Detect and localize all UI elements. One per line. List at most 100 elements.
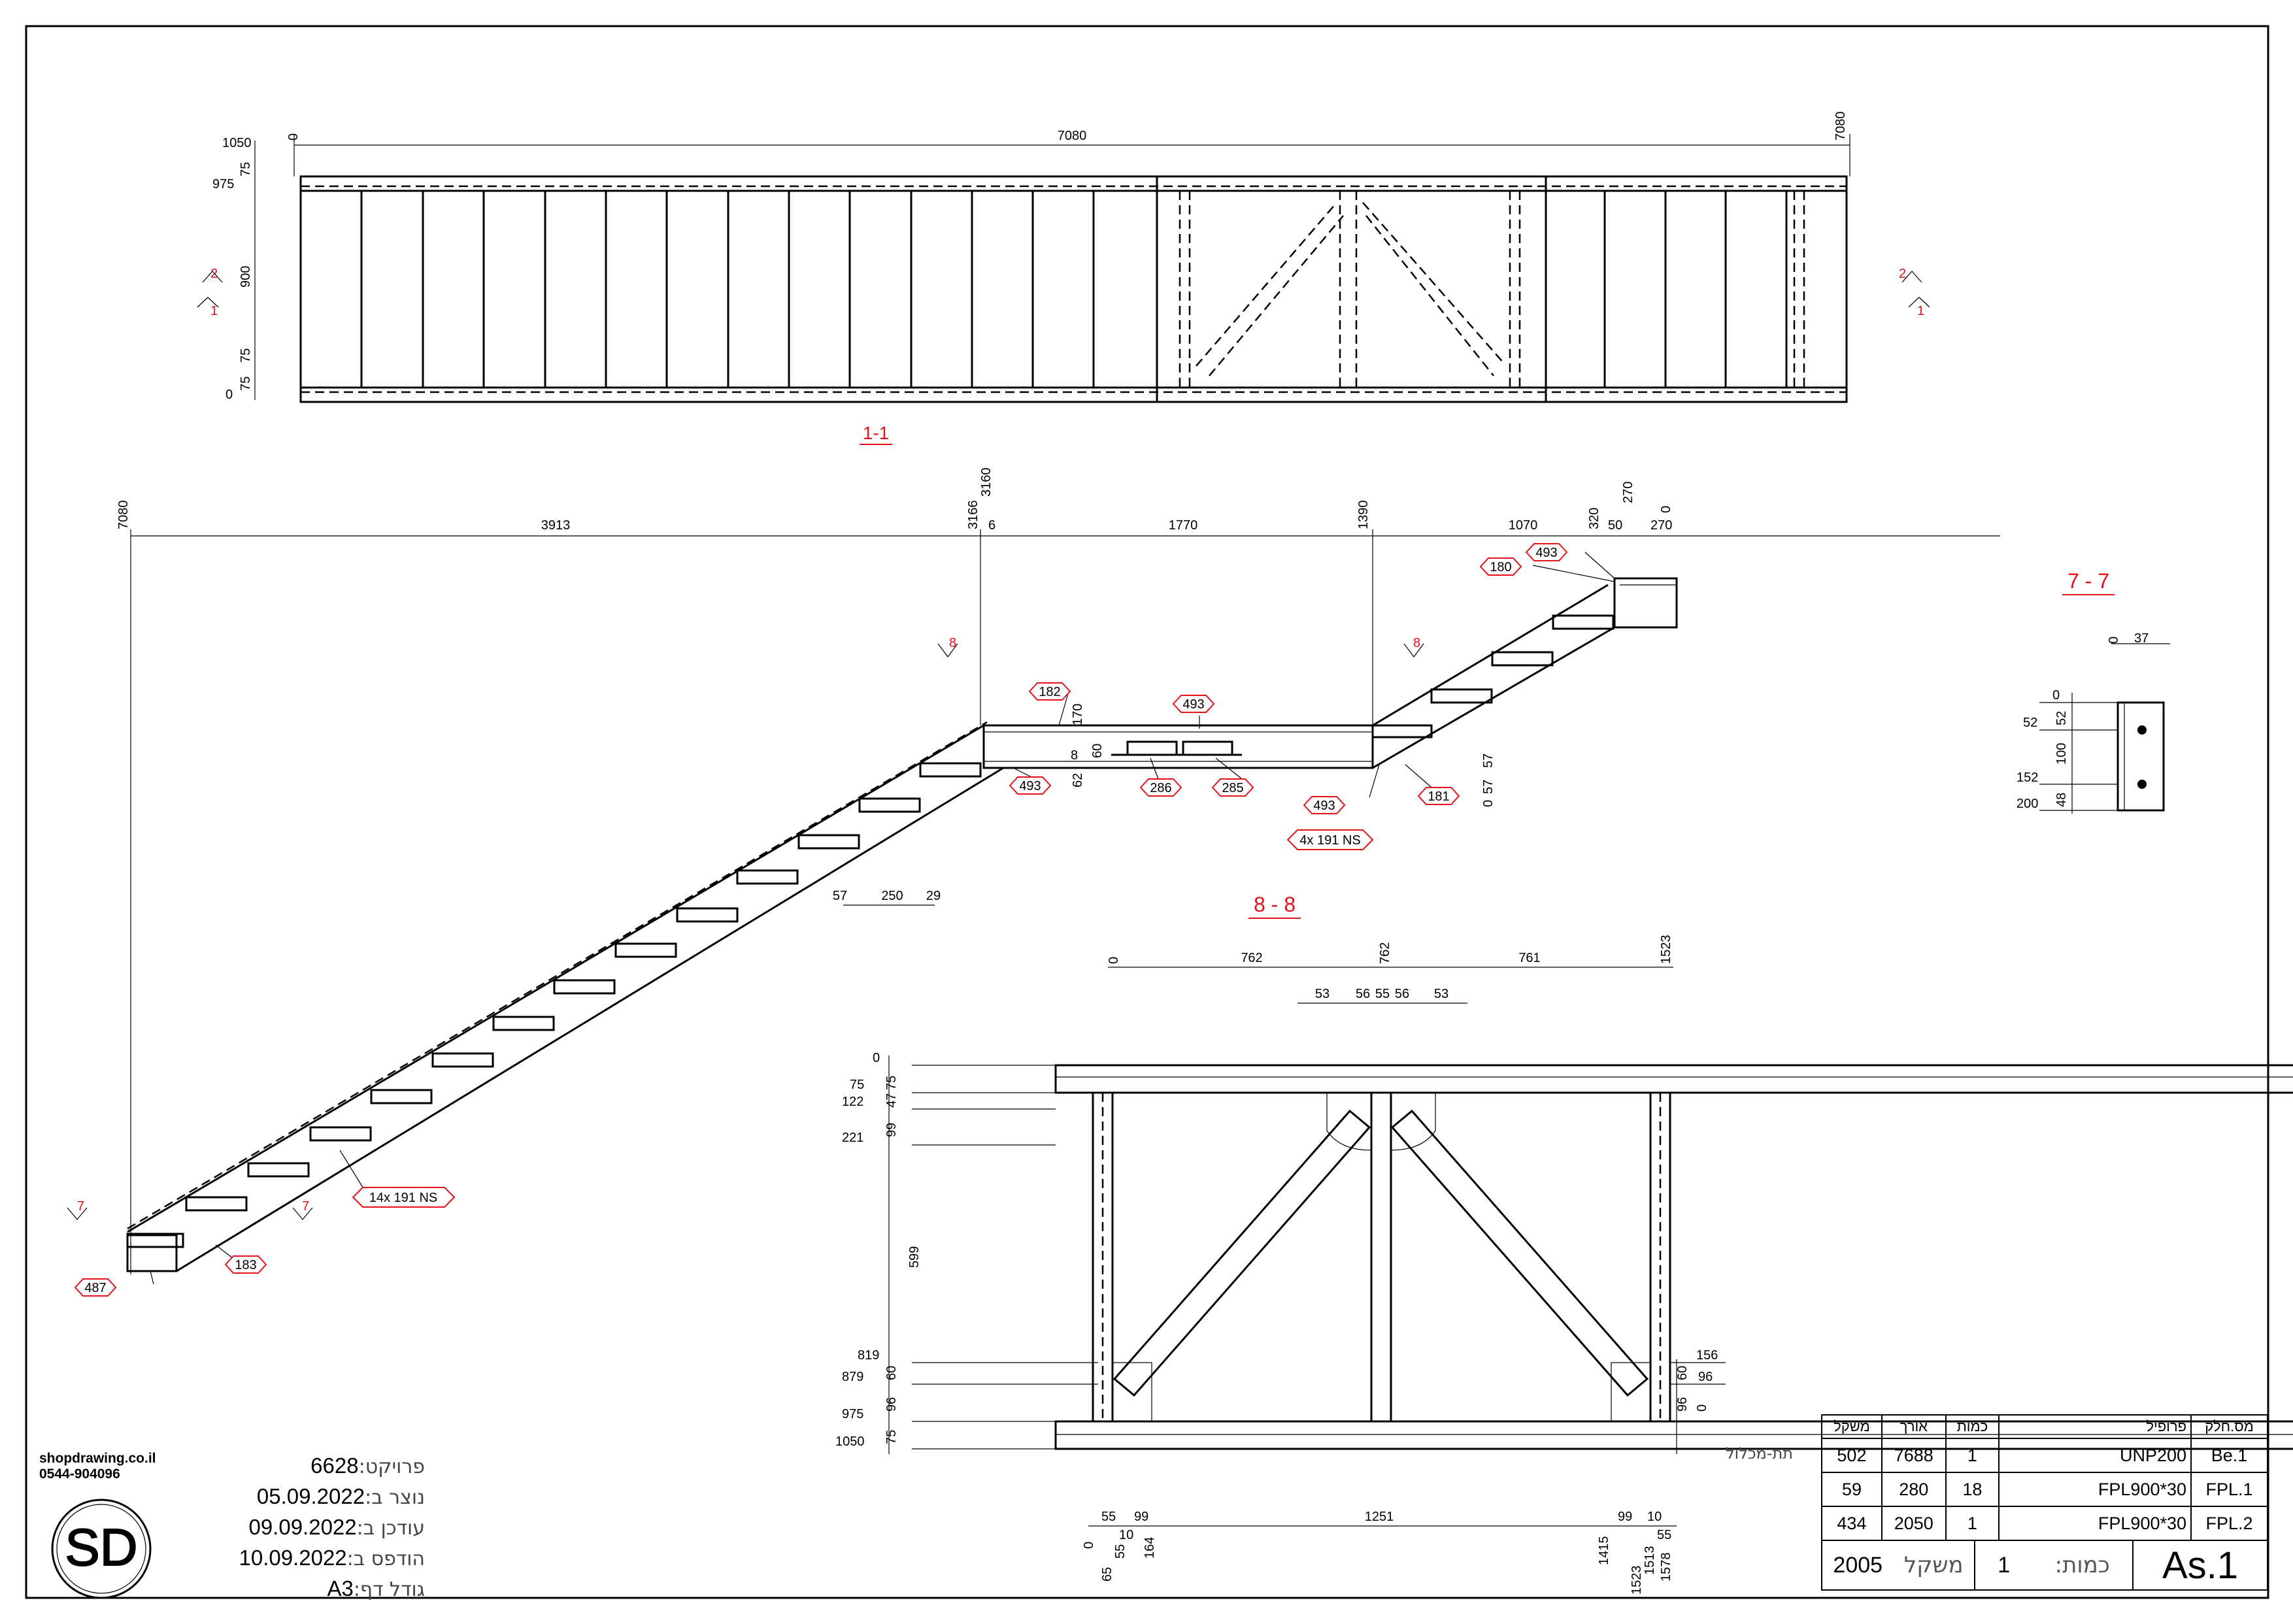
sec8-dim: 0 (1695, 1404, 1709, 1412)
sec8-dim: 47 (884, 1093, 899, 1108)
section-7-title: 7 - 7 (2067, 569, 2109, 593)
elev-dim: 3166 (966, 501, 980, 530)
project-info-row: 09.09.2022:עודכן ב (248, 1515, 425, 1540)
project-info-row: 6628:פרויקט (310, 1453, 425, 1478)
tag: 62 (1071, 773, 1085, 787)
plan-dim-left: 75 (239, 348, 253, 363)
sec7-dim: 52 (2023, 716, 2037, 730)
plan-frame (299, 175, 1848, 403)
plan-dim-left: 75 (239, 162, 253, 176)
plan-dim-left: 75 (239, 376, 253, 391)
tag: 493 (1313, 799, 1335, 813)
tag: 29 (926, 889, 941, 903)
bom-side-label: תת-מכלול (1726, 1444, 1794, 1463)
sec8-dim: 0 (1082, 1542, 1096, 1549)
elev-dim: 1770 (1169, 518, 1198, 533)
sec8-dim: 56 (1395, 987, 1409, 1001)
bom-header: מס.חלק (2190, 1414, 2268, 1439)
elev-dim: 270 (1621, 482, 1635, 503)
elev-dim: 7080 (116, 501, 131, 530)
sec8-dim: 1523 (1659, 935, 1673, 965)
title-block: משקל אורך כמות פרופיל מס.חלק 502 7688 1 … (1821, 1414, 2268, 1597)
elev-tags: 493 180 182 170 493 60 62 8 493 286 285 … (74, 543, 1568, 1297)
plan-landing-bracing (1179, 191, 1805, 388)
sec8-dim: 879 (842, 1370, 863, 1384)
sec7-dim: 100 (2054, 743, 2069, 765)
tag: 57 (1481, 754, 1496, 768)
elev-dim: 6 (988, 518, 996, 533)
plan-dim-overall: 7080 (1058, 129, 1087, 143)
sec8-dim: 819 (858, 1348, 879, 1363)
sec7-dim: 37 (2134, 631, 2149, 646)
sec7-dim: 152 (2017, 771, 2038, 785)
sec8-dim: 1050 (835, 1434, 865, 1449)
sec8-dim: 75 (884, 1430, 899, 1444)
plan-treads (360, 176, 1788, 402)
sheet-border (25, 25, 2269, 1599)
lower-stringer-bottom (176, 767, 1004, 1272)
sec8-dim: 164 (1143, 1537, 1157, 1559)
elev-dim: 1390 (1356, 501, 1371, 530)
sec8-dim: 96 (1675, 1397, 1690, 1412)
sec8-dim: 55 (1101, 1510, 1116, 1524)
tag: 250 (881, 889, 903, 903)
upper-stringer-bottom (1372, 626, 1615, 769)
section-7-7: 7 - 7 0 37 0 52 52 100 152 48 200 (2017, 569, 2170, 814)
tag: 183 (235, 1258, 256, 1272)
sec8-dim: 55 (1113, 1544, 1128, 1559)
project-info-row: A3:גודל דף (327, 1576, 425, 1601)
tag: 57 (1481, 780, 1496, 794)
sec8-dim: 60 (1675, 1366, 1690, 1380)
landing-beam (982, 724, 1374, 769)
top-bracket (1613, 577, 1678, 629)
sec8-dim: 0 (1107, 957, 1121, 964)
plate-section (2117, 701, 2165, 812)
company-website: shopdrawing.co.il (39, 1451, 156, 1466)
left-diagonal (1113, 1109, 1371, 1397)
project-info: 6628:פרויקט 05.09.2022:נוצר ב 09.09.2022… (209, 1451, 425, 1604)
table-row: 434 2050 1 FPL900*30 FPL.2 (1821, 1506, 2268, 1541)
sec8-dim: 156 (1696, 1348, 1718, 1363)
plan-dim-zero: 0 (286, 133, 301, 141)
elev-section-marker: 8 (949, 636, 956, 650)
elev-dim: 320 (1587, 508, 1601, 529)
plan-section-title: 1-1 (863, 423, 889, 443)
sec7-dim: 52 (2054, 711, 2069, 725)
sec8-dim: 96 (1698, 1370, 1713, 1384)
elev-dim: 270 (1650, 518, 1672, 533)
tag: 57 (833, 889, 847, 903)
bom-header: משקל (1821, 1414, 1883, 1439)
sec8-dim: 761 (1518, 951, 1540, 965)
plan-view: 7080 0 7080 1050 975 75 900 75 75 0 (197, 112, 1930, 445)
sec8-dim: 1578 (1659, 1553, 1673, 1582)
company-phone: 0544-904096 (39, 1467, 120, 1482)
sec8-dim: 53 (1315, 987, 1330, 1001)
tag: 170 (1071, 704, 1085, 725)
sec8-dim: 762 (1241, 951, 1262, 965)
sec8-dim: 1251 (1365, 1510, 1394, 1524)
sec7-dim: 0 (2052, 688, 2060, 703)
plan-section-marker: 2 (210, 267, 218, 281)
logo-letters: SD (65, 1518, 137, 1576)
stair-elevation: 7080 3913 3160 3166 6 1770 1390 1070 320… (67, 468, 2000, 1297)
sec8-dim: 75 (850, 1078, 864, 1092)
right-diagonal (1390, 1109, 1649, 1397)
sec8-dim: 1513 (1643, 1546, 1657, 1576)
sec8-dim: 55 (1375, 987, 1390, 1001)
elev-dim: 50 (1608, 518, 1622, 533)
tag: 493 (1182, 697, 1204, 712)
tag: 487 (84, 1281, 106, 1295)
upper-stringer-top (1372, 584, 1609, 727)
tag: 8 (1071, 748, 1078, 763)
tag: 182 (1039, 685, 1060, 699)
elev-dim: 1070 (1509, 518, 1538, 533)
assembly-id: As.1 (2162, 1544, 2239, 1587)
total-qty: 1 (1998, 1552, 2011, 1578)
elev-section-marker: 7 (302, 1199, 309, 1214)
upper-treads (1371, 614, 1615, 738)
sec8-dim: 53 (1434, 987, 1448, 1001)
total-weight: 2005 (1833, 1552, 1883, 1578)
center-post (1370, 1091, 1392, 1423)
